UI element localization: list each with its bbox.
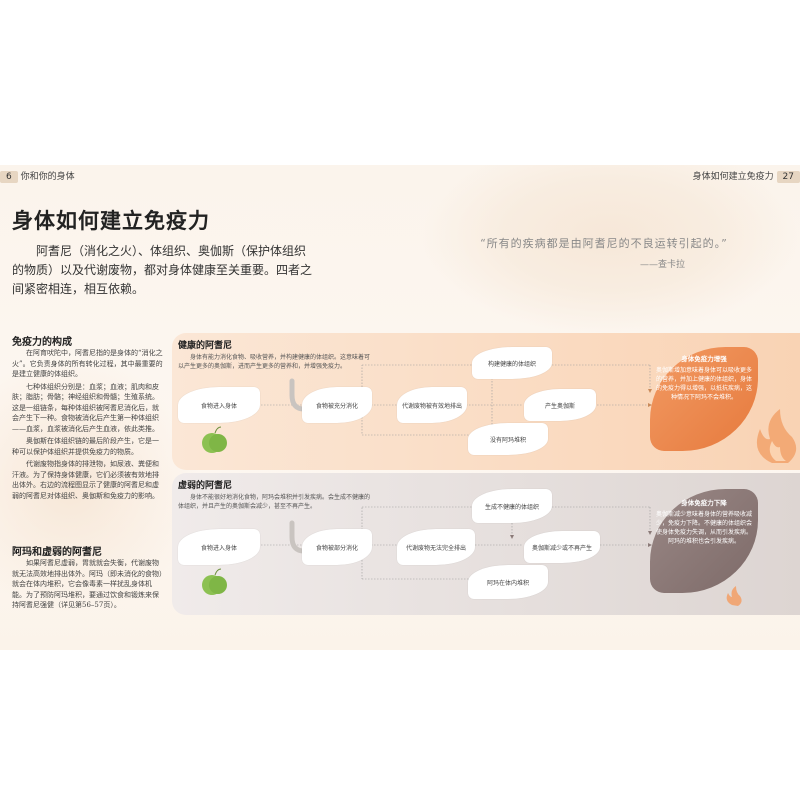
node-build-tissue: 构建健康的体组织	[472, 347, 552, 379]
page-title: 身体如何建立免疫力	[12, 209, 210, 233]
section-body-immunity: 在阿育吠陀中，阿耆尼指的是身体的“消化之火”。它负责身体的所有转化过程，其中最重…	[12, 349, 163, 500]
node-unhealthy-tissue: 生成不健康的体组织	[472, 489, 552, 523]
node-food-in: 食物进入身体	[178, 387, 260, 423]
apple-icon	[202, 426, 227, 453]
mandala-decoration	[420, 165, 800, 335]
quote-text: “所有的疾病都是由阿耆尼的不良运转引起的。”	[480, 237, 728, 250]
left-running-head: 6 你和你的身体	[0, 169, 75, 183]
node-ama-build: 阿玛在体内堆积	[468, 565, 548, 599]
apple-icon	[202, 568, 227, 595]
healthy-agni-panel: 健康的阿耆尼 身体有能力消化食物、吸收营养，并构建健康的体组织。这意味着可以产生…	[172, 333, 800, 470]
node-no-ama: 没有阿玛堆积	[468, 423, 548, 455]
right-page-number: 27	[776, 171, 800, 183]
result-immunity-down: 身体免疫力下降 奥伽斯减少意味着身体的营养吸收减少，免疫力下降。不健康的体组织会…	[650, 489, 758, 593]
flame-icon	[756, 409, 797, 463]
node-partial: 食物被部分消化	[302, 529, 372, 565]
intro-paragraph: 阿耆尼（消化之火）、体组织、奥伽斯（保护体组织的物质）以及代谢废物，都对身体健康…	[12, 244, 313, 296]
weak-title: 虚弱的阿耆尼	[178, 481, 233, 491]
healthy-desc: 身体有能力消化食物、吸收营养，并构建健康的体组织。这意味着可以产生更多的奥伽斯，…	[178, 354, 371, 370]
weak-agni-panel: 虚弱的阿耆尼 身体不能很好地消化食物，阿玛会堆积并引发疾病。会生成不健康的体组织…	[172, 473, 800, 615]
quote-attribution: ——查卡拉	[640, 260, 686, 270]
node-food-in-weak: 食物进入身体	[178, 529, 260, 565]
book-spread: 6 你和你的身体 身体如何建立免疫力 27 身体如何建立免疫力 阿耆尼（消化之火…	[0, 165, 800, 650]
section-body-ama: 如果阿耆尼虚弱，胃就就会失衡，代谢废物就无法高效地排出体外。阿玛（即未消化的食物…	[12, 559, 163, 609]
node-waste-out: 代谢废物被有效地排出	[397, 387, 467, 423]
node-digested: 食物被充分消化	[302, 387, 372, 423]
healthy-title: 健康的阿耆尼	[178, 341, 233, 351]
flame-icon	[726, 586, 742, 606]
mandala-decoration	[0, 355, 200, 615]
weak-desc: 身体不能很好地消化食物，阿玛会堆积并引发疾病。会生成不健康的体组织，并且产生的奥…	[178, 494, 371, 510]
section-heading-ama: 阿玛和虚弱的阿耆尼	[12, 547, 102, 558]
section-heading-immunity: 免疫力的构成	[12, 337, 72, 348]
node-less-ojas: 奥伽斯减少或不再产生	[524, 531, 600, 563]
left-page-number: 6	[0, 171, 18, 183]
right-running-head: 身体如何建立免疫力 27	[693, 169, 800, 183]
node-waste-fail: 代谢废物无法完全排出	[397, 529, 475, 565]
node-ojas: 产生奥伽斯	[524, 389, 596, 421]
